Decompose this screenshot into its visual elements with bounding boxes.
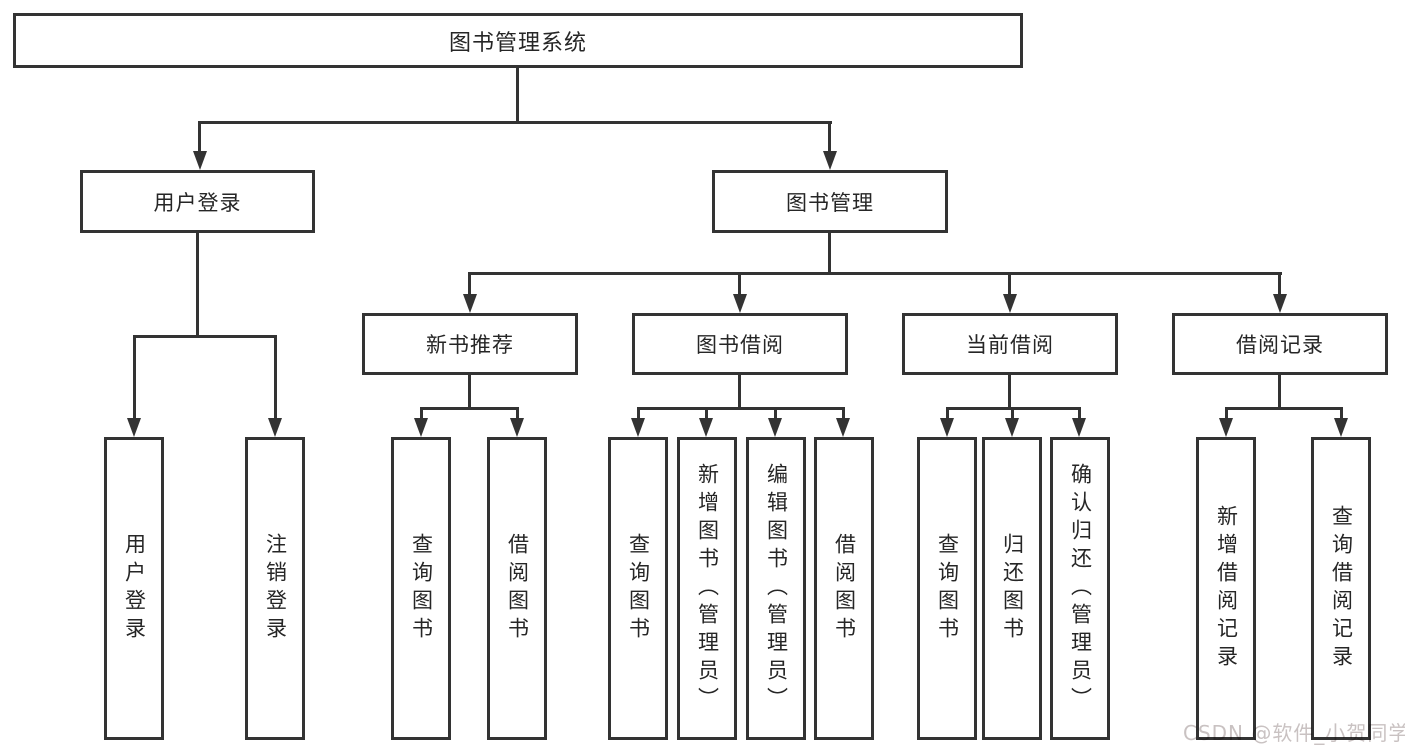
connector-vline <box>828 121 831 152</box>
arrowhead-down-icon <box>1273 294 1287 313</box>
node-label: 新增图书（管理员） <box>695 462 720 715</box>
connector-hline <box>468 272 1282 275</box>
node-label: 查询图书 <box>935 532 960 645</box>
leaf-add-borrow-record: 新增借阅记录 <box>1196 437 1256 740</box>
arrowhead-down-icon <box>127 418 141 437</box>
leaf-confirm-return-admin: 确认归还（管理员） <box>1050 437 1110 740</box>
arrowhead-down-icon <box>768 418 782 437</box>
arrowhead-down-icon <box>699 418 713 437</box>
leaf-borrow-books-recommend: 借阅图书 <box>487 437 547 740</box>
connector-hline <box>1225 407 1343 410</box>
connector-vline <box>1008 375 1011 409</box>
connector-vline <box>738 272 741 296</box>
node-label: 注销登录 <box>263 532 288 645</box>
connector-vline <box>774 407 777 420</box>
node-label: 新增借阅记录 <box>1214 504 1239 673</box>
arrowhead-down-icon <box>733 294 747 313</box>
node-label: 查询借阅记录 <box>1329 504 1354 673</box>
node-label: 归还图书 <box>1000 532 1025 645</box>
connector-vline <box>468 375 471 409</box>
connector-vline <box>842 407 845 420</box>
node-label: 确认归还（管理员） <box>1068 462 1093 715</box>
connector-vline <box>133 335 136 419</box>
leaf-query-books-current: 查询图书 <box>917 437 977 740</box>
connector-hline <box>133 335 277 338</box>
connector-vline <box>1278 272 1281 296</box>
connector-vline <box>468 272 471 296</box>
connector-vline <box>516 68 519 124</box>
connector-hline <box>420 407 519 410</box>
node-label: 用户登录 <box>122 532 147 645</box>
arrowhead-down-icon <box>414 418 428 437</box>
node-user-login: 用户登录 <box>80 170 315 233</box>
connector-hline <box>198 121 832 124</box>
arrowhead-down-icon <box>1003 294 1017 313</box>
leaf-user-login: 用户登录 <box>104 437 164 740</box>
arrowhead-down-icon <box>193 151 207 170</box>
leaf-borrow-books-borrowing: 借阅图书 <box>814 437 874 740</box>
arrowhead-down-icon <box>463 294 477 313</box>
connector-vline <box>738 375 741 409</box>
connector-vline <box>420 407 423 420</box>
node-label: 查询图书 <box>409 532 434 645</box>
connector-vline <box>1008 272 1011 296</box>
node-label: 借阅图书 <box>505 532 530 645</box>
connector-hline <box>637 407 845 410</box>
connector-vline <box>198 121 201 152</box>
node-label: 新书推荐 <box>426 333 514 357</box>
arrowhead-down-icon <box>268 418 282 437</box>
leaf-add-book-admin: 新增图书（管理员） <box>677 437 737 740</box>
connector-vline <box>705 407 708 420</box>
arrowhead-down-icon <box>631 418 645 437</box>
node-label: 借阅图书 <box>832 532 857 645</box>
arrowhead-down-icon <box>823 151 837 170</box>
leaf-query-books-recommend: 查询图书 <box>391 437 451 740</box>
node-label: 当前借阅 <box>966 333 1054 357</box>
connector-vline <box>196 233 199 338</box>
node-label: 图书管理 <box>786 190 874 215</box>
watermark: CSDN @软件_小贺同学 <box>1183 721 1405 745</box>
connector-vline <box>274 335 277 419</box>
node-current-borrowing: 当前借阅 <box>902 313 1118 375</box>
connector-vline <box>828 233 831 275</box>
leaf-return-books: 归还图书 <box>982 437 1042 740</box>
connector-vline <box>637 407 640 420</box>
node-book-borrowing: 图书借阅 <box>632 313 848 375</box>
node-borrowing-records: 借阅记录 <box>1172 313 1388 375</box>
leaf-query-borrow-record: 查询借阅记录 <box>1311 437 1371 740</box>
arrowhead-down-icon <box>510 418 524 437</box>
leaf-logout: 注销登录 <box>245 437 305 740</box>
node-library-system: 图书管理系统 <box>13 13 1023 68</box>
connector-vline <box>1278 375 1281 409</box>
node-label: 用户登录 <box>153 190 242 215</box>
connector-vline <box>516 407 519 420</box>
arrowhead-down-icon <box>1072 418 1086 437</box>
node-label: 图书管理系统 <box>448 30 587 56</box>
arrowhead-down-icon <box>1005 418 1019 437</box>
arrowhead-down-icon <box>1219 418 1233 437</box>
connector-vline <box>1340 407 1343 420</box>
arrowhead-down-icon <box>940 418 954 437</box>
connector-vline <box>946 407 949 420</box>
leaf-edit-book-admin: 编辑图书（管理员） <box>746 437 806 740</box>
node-label: 查询图书 <box>626 532 651 645</box>
connector-vline <box>1078 407 1081 420</box>
leaf-query-books-borrowing: 查询图书 <box>608 437 668 740</box>
node-label: 图书借阅 <box>696 333 784 357</box>
node-label: 借阅记录 <box>1236 333 1324 357</box>
arrowhead-down-icon <box>1334 418 1348 437</box>
connector-vline <box>1011 407 1014 420</box>
node-label: 编辑图书（管理员） <box>764 462 789 715</box>
arrowhead-down-icon <box>836 418 850 437</box>
node-book-management: 图书管理 <box>712 170 948 233</box>
node-new-book-recommendation: 新书推荐 <box>362 313 578 375</box>
connector-vline <box>1225 407 1228 420</box>
